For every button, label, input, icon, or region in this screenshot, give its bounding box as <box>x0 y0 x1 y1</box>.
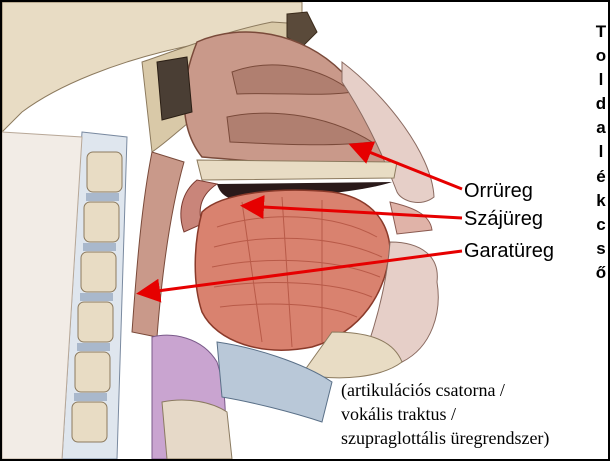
vertical-title: T o l d a l é k c s ő <box>593 20 609 285</box>
title-letter: k <box>593 189 609 213</box>
label-nasal-cavity: Orrüreg <box>464 180 533 202</box>
hard-palate <box>197 160 397 180</box>
caption-line: vokális traktus / <box>341 402 610 426</box>
title-letter: s <box>593 237 609 261</box>
caption-line: (artikulációs csatorna / <box>341 378 610 402</box>
title-letter: o <box>593 44 609 68</box>
label-oral-cavity: Szájüreg <box>464 208 543 230</box>
title-letter: c <box>593 213 609 237</box>
upper-lip <box>390 202 432 234</box>
title-letter: ő <box>593 261 609 285</box>
label-pharynx: Garatüreg <box>464 240 554 262</box>
title-letter: l <box>593 140 609 164</box>
caption: (artikulációs csatorna / vokális traktus… <box>341 378 610 450</box>
title-letter: é <box>593 165 609 189</box>
title-letter: T <box>593 20 609 44</box>
hyoid-region <box>217 342 332 422</box>
pharynx-wall <box>132 152 184 337</box>
sphenoid-sinus <box>157 57 192 120</box>
trachea <box>162 400 232 459</box>
title-letter: d <box>593 92 609 116</box>
title-letter: l <box>593 68 609 92</box>
caption-line: szupraglottális üregrendszer) <box>341 426 610 450</box>
title-letter: a <box>593 116 609 140</box>
